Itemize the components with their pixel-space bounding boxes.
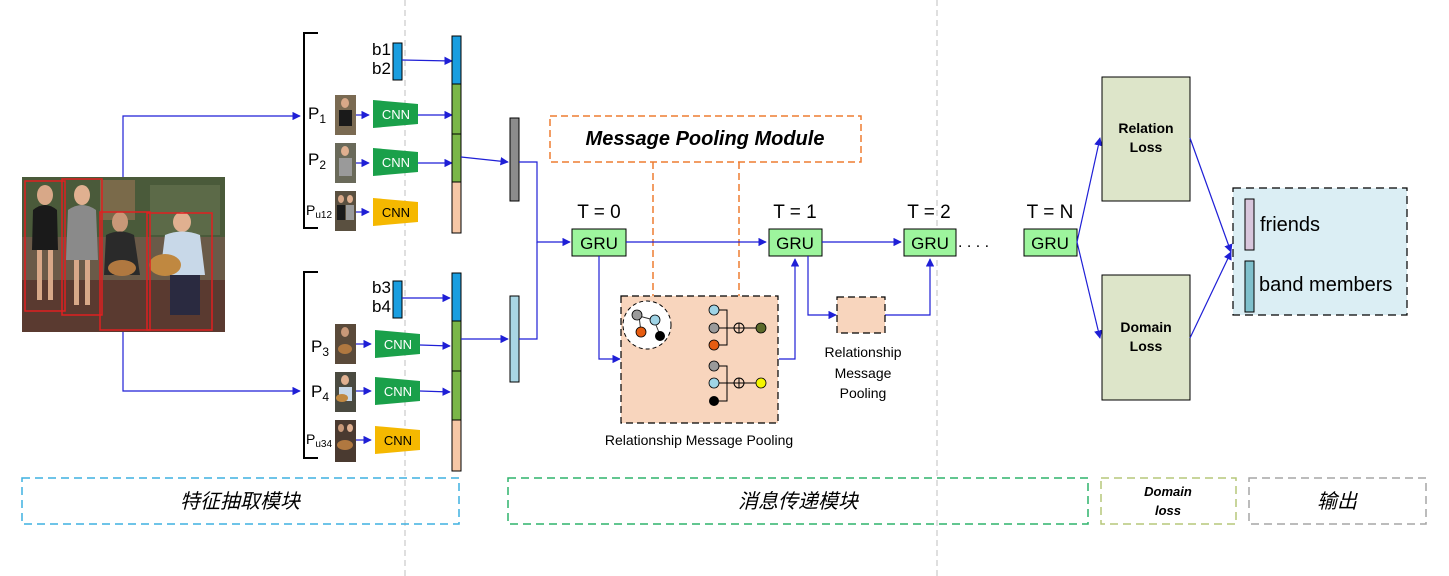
relationship-pooling-small-line3: Pooling — [840, 385, 887, 401]
output-band-members: band members — [1259, 274, 1392, 296]
domain-module-box — [1100, 477, 1237, 525]
bottom-cnn-u34 — [375, 426, 420, 454]
bottom-person-u34-thumb — [335, 420, 356, 462]
feature-module-box — [21, 477, 460, 525]
bottom-person-3-label: P3 — [311, 337, 329, 359]
svg-text:CNN: CNN — [384, 384, 412, 399]
top-cnn-2 — [373, 148, 418, 176]
svg-text:GRU: GRU — [776, 234, 814, 253]
top-group: b1 b2 P1 CNN P2 CNN Pu12 — [303, 32, 520, 234]
svg-text:GRU: GRU — [1031, 234, 1069, 253]
message-pooling-module-title: Message Pooling Module — [586, 128, 825, 150]
source-photo — [22, 177, 225, 332]
bottom-cnn-3 — [375, 330, 420, 358]
top-cnn-1 — [373, 100, 418, 128]
bottom-person-4-thumb — [335, 372, 356, 412]
time-label-1: T = 1 — [773, 202, 816, 223]
top-b-top: b1 — [372, 40, 391, 59]
bottom-feature-bar-green1 — [451, 320, 462, 372]
svg-text:GRU: GRU — [580, 234, 618, 253]
bottom-feature-bar-blue — [451, 272, 462, 322]
bottom-b-top: b3 — [372, 278, 391, 297]
svg-text:Domain: Domain — [1120, 319, 1171, 335]
top-bracket — [303, 32, 318, 229]
bottom-b-bottom: b4 — [372, 297, 391, 316]
output-module-label: 输出 — [1317, 489, 1358, 513]
bottom-person-4-label: P4 — [311, 382, 329, 404]
top-person-1-label: P1 — [308, 104, 326, 126]
bottom-bracket — [303, 271, 318, 459]
bottom-group: b3 b4 P3 CNN P4 CNN Pu34 — [303, 271, 520, 472]
relationship-pooling-small-line1: Relationship — [824, 344, 901, 360]
message-module-box — [507, 477, 1089, 525]
top-to-gru0 — [519, 161, 571, 247]
time-label-0: T = 0 — [577, 202, 620, 223]
bottom-box-bar — [392, 280, 403, 319]
gru-box-2 — [903, 228, 957, 257]
bottom-fused-bar — [509, 295, 520, 383]
relation-loss-box — [1101, 76, 1191, 202]
svg-text:Loss: Loss — [1130, 338, 1163, 354]
bottom-cnn-4 — [375, 377, 420, 405]
friends-swatch — [1244, 198, 1255, 251]
gru-box-n — [1023, 228, 1078, 257]
svg-text:Loss: Loss — [1130, 139, 1163, 155]
output-module-box — [1248, 477, 1427, 525]
gru-box-0 — [571, 228, 627, 257]
relationship-pooling-big-caption: Relationship Message Pooling — [605, 432, 793, 448]
top-person-2-thumb — [335, 143, 356, 183]
top-person-u12-thumb — [335, 191, 356, 231]
message-module-label: 消息传递模块 — [738, 489, 859, 513]
svg-text:CNN: CNN — [382, 155, 410, 170]
photo-to-top-arrow — [122, 111, 301, 177]
svg-text:Relation: Relation — [1118, 120, 1173, 136]
top-feature-bar-peach — [451, 181, 462, 234]
domain-module-line2: loss — [1155, 503, 1181, 518]
gru-ellipsis: . . . . — [958, 234, 989, 251]
top-feature-bar-green2 — [451, 133, 462, 183]
bottom-feature-bar-peach — [451, 419, 462, 472]
svg-text:GRU: GRU — [911, 234, 949, 253]
feature-module-label: 特征抽取模块 — [180, 489, 301, 513]
svg-text:CNN: CNN — [382, 205, 410, 220]
top-b-bottom: b2 — [372, 59, 391, 78]
relationship-pooling-small-line2: Message — [835, 365, 892, 381]
photo-to-bottom-arrow — [122, 332, 301, 396]
relationship-pooling-small — [836, 296, 886, 334]
top-cnn-u12 — [373, 198, 418, 226]
time-label-2: T = 2 — [907, 202, 950, 223]
top-person-2-label: P2 — [308, 150, 326, 172]
output-friends: friends — [1260, 214, 1320, 236]
message-pooling-module-box — [549, 115, 862, 163]
svg-text:CNN: CNN — [384, 433, 412, 448]
band-members-swatch — [1244, 260, 1255, 313]
svg-text:CNN: CNN — [384, 337, 412, 352]
bottom-person-u34-label: Pu34 — [306, 431, 332, 450]
top-person-u12-label: Pu12 — [306, 202, 332, 221]
top-feature-bar-blue — [451, 35, 462, 85]
output-box — [1232, 187, 1408, 316]
time-label-n: T = N — [1027, 202, 1074, 223]
top-fused-bar — [509, 117, 520, 202]
top-person-1-thumb — [335, 95, 356, 135]
domain-module-line1: Domain — [1144, 484, 1192, 499]
bottom-feature-bar-green2 — [451, 370, 462, 421]
relationship-pooling-big — [620, 295, 779, 424]
bottom-person-3-thumb — [335, 324, 356, 364]
svg-text:CNN: CNN — [382, 107, 410, 122]
bottom-to-gru0 — [519, 242, 538, 340]
top-feature-bar-green1 — [451, 83, 462, 135]
gru-box-1 — [768, 228, 823, 257]
top-box-bar — [392, 42, 403, 81]
